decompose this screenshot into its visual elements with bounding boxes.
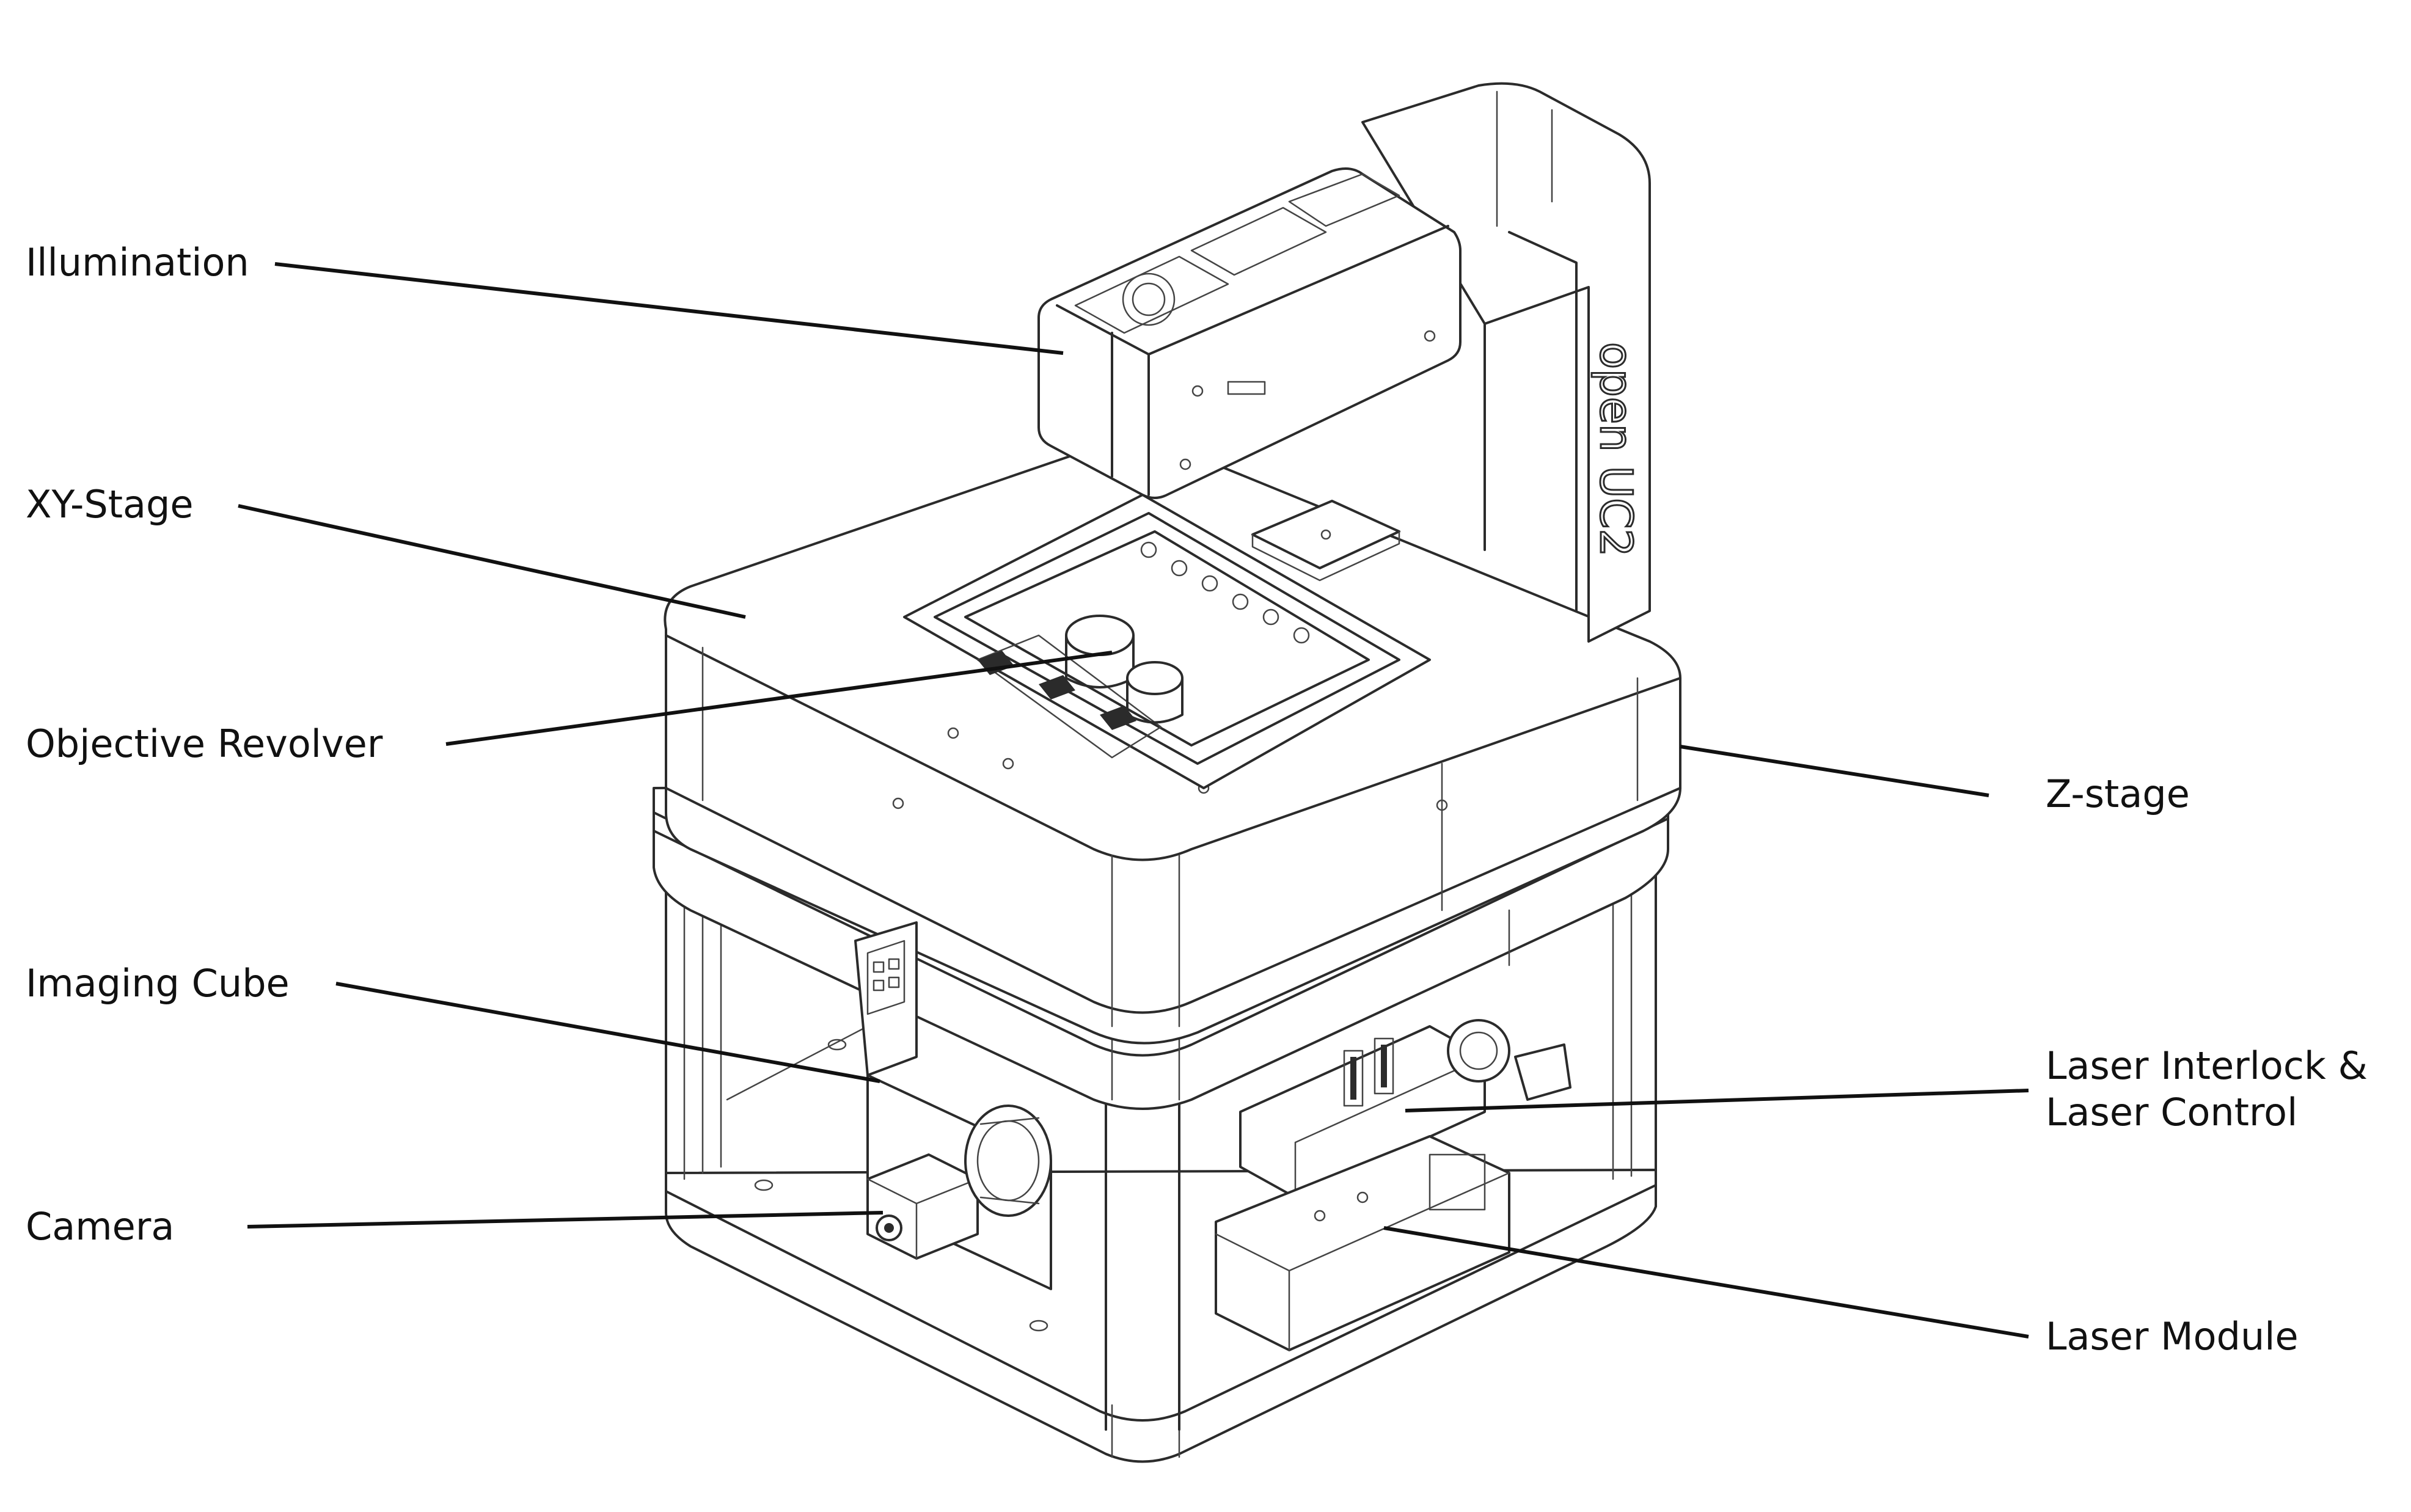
label-laser-module: Laser Module — [2046, 1314, 2299, 1359]
leader-laser-module — [1383, 1226, 2029, 1339]
leader-camera — [247, 1211, 884, 1229]
illumination-head — [1037, 167, 1462, 499]
leader-illumination — [274, 262, 1064, 355]
leader-lines — [238, 262, 2029, 1339]
label-objective-revolver: Objective Revolver — [26, 721, 383, 766]
label-z-stage: Z-stage — [2046, 772, 2190, 816]
label-camera: Camera — [26, 1204, 175, 1249]
sample-insert — [903, 494, 1431, 789]
brand-logo: open UC2 — [1590, 342, 1642, 557]
label-laser-interlock-line1: Laser Interlock & — [2046, 1043, 2368, 1088]
label-xy-stage: XY-Stage — [26, 482, 194, 527]
label-imaging-cube: Imaging Cube — [26, 961, 290, 1006]
leader-objective-revolver — [445, 651, 1113, 746]
leader-imaging-cube — [335, 982, 880, 1083]
laser-interlock — [1239, 1019, 1571, 1199]
label-laser-interlock: Laser Interlock & Laser Control — [2046, 1043, 2368, 1135]
camera — [866, 1105, 1052, 1260]
top-plate — [1251, 500, 1400, 582]
leader-z-stage — [1680, 745, 1989, 797]
label-illumination: Illumination — [26, 240, 249, 285]
laser-module — [1215, 1135, 1510, 1351]
leader-xy-stage — [238, 504, 746, 619]
leader-laser-interlock — [1405, 1089, 2029, 1112]
label-laser-interlock-line2: Laser Control — [2046, 1089, 2298, 1134]
lower-frame — [665, 866, 1657, 1431]
